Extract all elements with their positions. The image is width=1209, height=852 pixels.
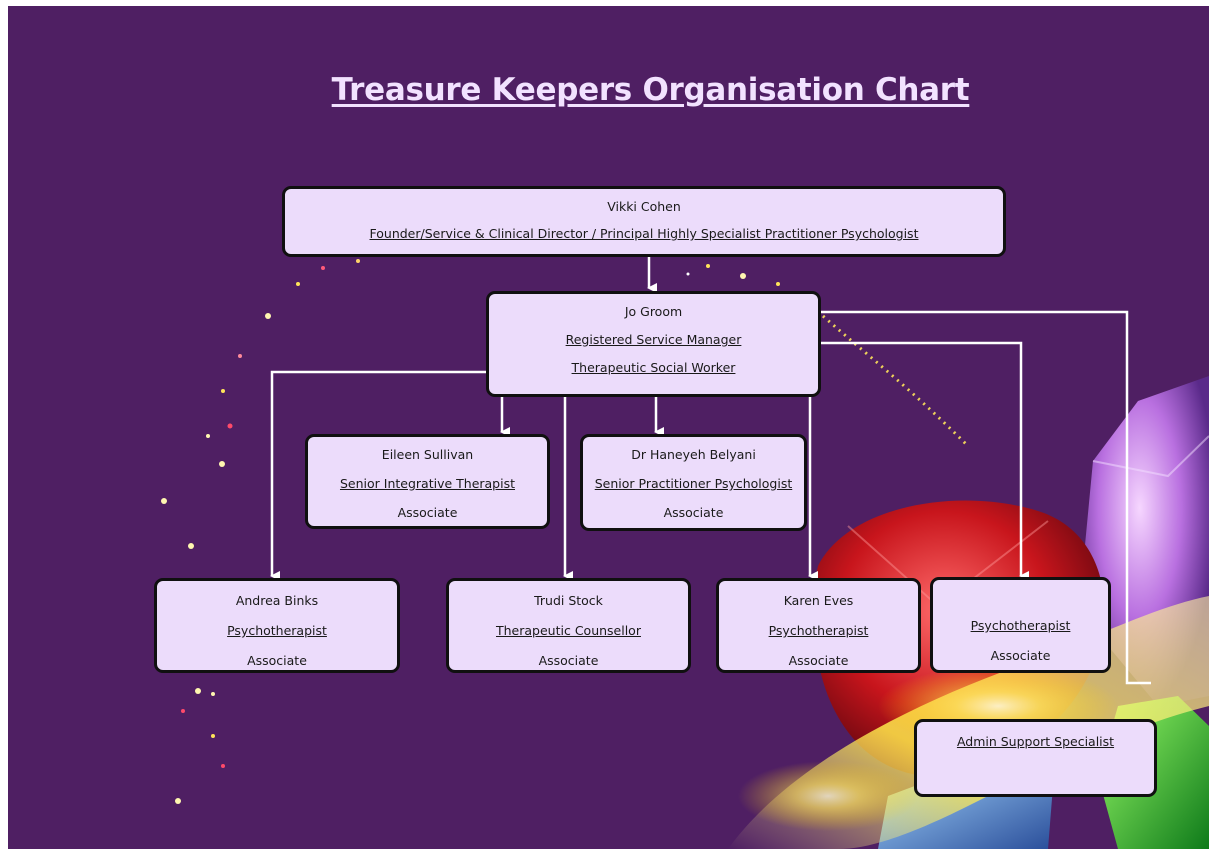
node-vikki-cohen: Vikki Cohen Founder/Service & Clinical D… xyxy=(282,186,1006,257)
node-type: Associate xyxy=(247,653,307,668)
node-name: Karen Eves xyxy=(783,593,854,608)
node-name: Jo Groom xyxy=(624,304,683,319)
node-type: Associate xyxy=(788,653,849,668)
node-role: Senior Practitioner Psychologist xyxy=(594,476,793,491)
node-karen-eves: Karen Eves Psychotherapist Associate xyxy=(716,578,921,673)
node-role: Admin Support Specialist xyxy=(956,734,1115,749)
node-andrea-binks: Andrea Binks Psychotherapist Associate xyxy=(154,578,400,673)
node-type: Associate xyxy=(538,653,599,668)
node-role: Psychotherapist xyxy=(768,623,869,638)
node-role: Psychotherapist xyxy=(227,623,327,638)
node-name: Vikki Cohen xyxy=(607,199,681,214)
org-chart-page: Treasure Keepers Organisation Chart Vikk… xyxy=(8,6,1209,849)
node-role: Founder/Service & Clinical Director / Pr… xyxy=(369,226,919,241)
node-role: Senior Integrative Therapist xyxy=(339,476,516,491)
node-admin-support: Admin Support Specialist xyxy=(914,719,1157,797)
node-role: Registered Service Manager xyxy=(565,332,742,347)
node-name: Trudi Stock xyxy=(534,593,603,608)
node-type: Associate xyxy=(397,505,458,520)
node-role: Psychotherapist xyxy=(970,618,1071,633)
node-role: Therapeutic Counsellor xyxy=(496,623,641,638)
node-name: Dr Haneyeh Belyani xyxy=(631,447,756,462)
node-name: Eileen Sullivan xyxy=(381,447,474,462)
node-role: Therapeutic Social Worker xyxy=(571,360,736,375)
node-name: Andrea Binks xyxy=(235,593,319,608)
node-haneyeh-belyani: Dr Haneyeh Belyani Senior Practitioner P… xyxy=(580,434,807,531)
node-type: Associate xyxy=(663,505,724,520)
node-type: Associate xyxy=(990,648,1051,663)
node-trudi-stock: Trudi Stock Therapeutic Counsellor Assoc… xyxy=(446,578,691,673)
node-psychotherapist: Psychotherapist Associate xyxy=(930,577,1111,673)
node-jo-groom: Jo Groom Registered Service Manager Ther… xyxy=(486,291,821,397)
chart-title: Treasure Keepers Organisation Chart xyxy=(331,72,970,108)
node-eileen-sullivan: Eileen Sullivan Senior Integrative Thera… xyxy=(305,434,550,529)
